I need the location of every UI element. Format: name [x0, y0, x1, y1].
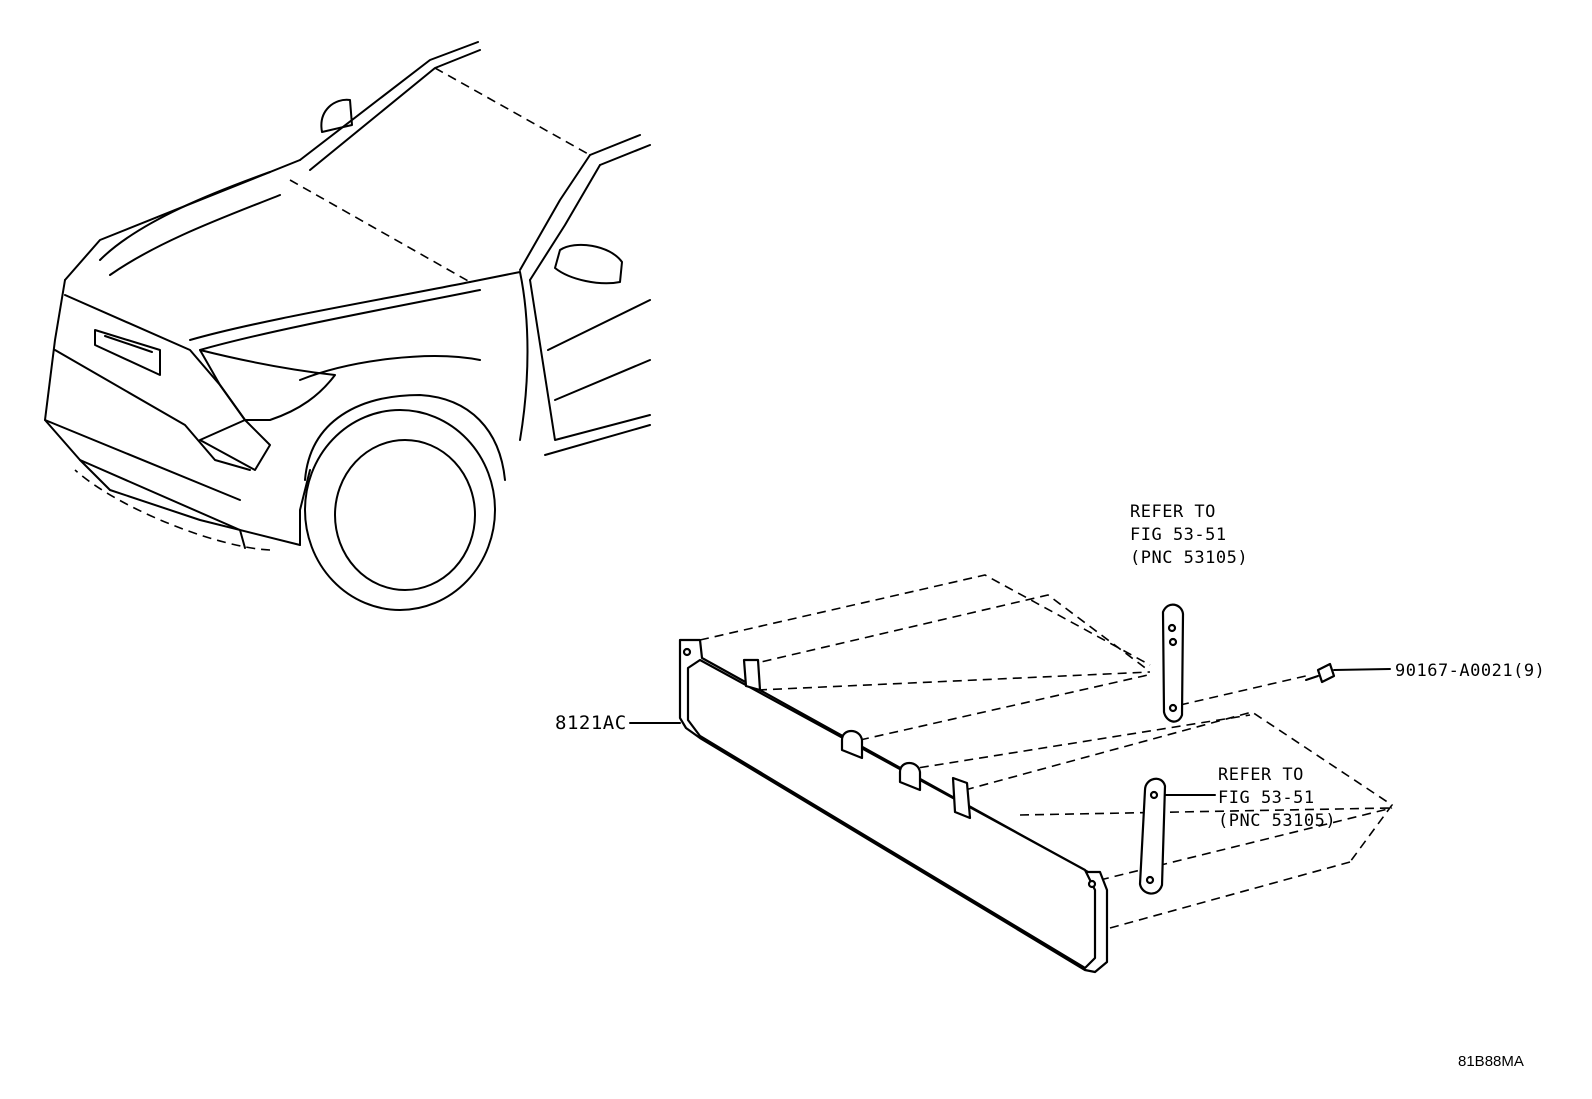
svg-text:(PNC 53105): (PNC 53105)	[1218, 811, 1336, 831]
label-bolt[interactable]: 90167-A0021(9)	[1395, 661, 1545, 681]
bolt-part[interactable]	[1305, 662, 1391, 684]
vehicle-illustration	[44, 41, 651, 611]
svg-text:FIG 53-51: FIG 53-51	[1130, 525, 1227, 545]
svg-text:REFER TO: REFER TO	[1130, 502, 1216, 522]
svg-text:(PNC 53105): (PNC 53105)	[1130, 548, 1248, 568]
upper-bracket[interactable]	[1161, 603, 1185, 723]
lower-bracket[interactable]	[1138, 777, 1167, 895]
refer-lower-note[interactable]: REFER TO FIG 53-51 (PNC 53105)	[1218, 765, 1336, 831]
part-8121ac-panel[interactable]	[678, 638, 1109, 974]
label-8121ac[interactable]: 8121AC	[555, 712, 627, 734]
figure-code: 81B88MA	[1458, 1053, 1524, 1070]
svg-text:REFER TO: REFER TO	[1218, 765, 1304, 785]
refer-upper-note[interactable]: REFER TO FIG 53-51 (PNC 53105)	[1130, 502, 1248, 568]
svg-text:FIG 53-51: FIG 53-51	[1218, 788, 1315, 808]
